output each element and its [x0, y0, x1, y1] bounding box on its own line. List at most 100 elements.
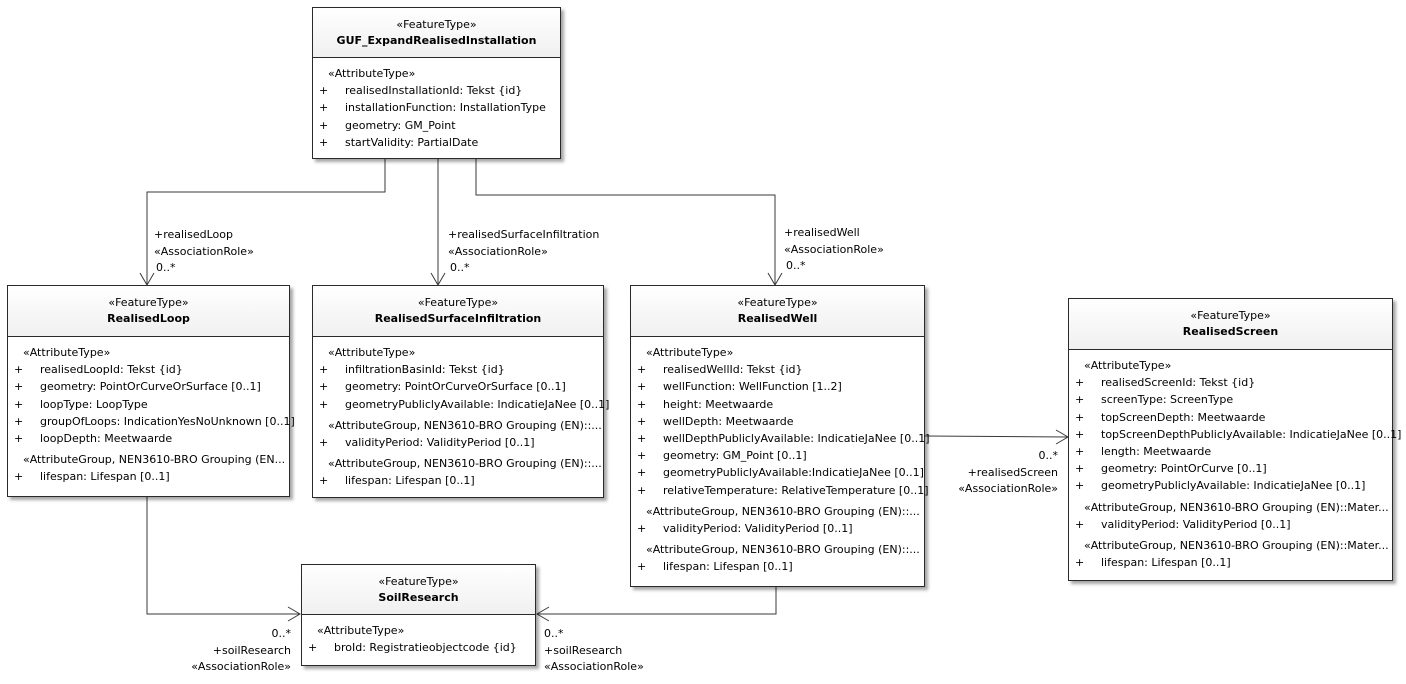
attribute-text: relativeTemperature: RelativeTemperature…: [663, 483, 929, 497]
visibility-public: +: [319, 474, 329, 488]
class-stereotype: «FeatureType»: [108, 296, 189, 309]
class-realised-well[interactable]: «FeatureType» RealisedWell «AttributeTyp…: [630, 285, 930, 587]
class-guf-expand-realised-installation[interactable]: «FeatureType» GUF_ExpandRealisedInstalla…: [312, 7, 561, 159]
role-multiplicity: 0..*: [544, 627, 564, 640]
attribute-row: +realisedLoopId: Tekst {id}: [8, 361, 289, 378]
attribute-row: + realisedInstallationId: Tekst {id}: [313, 82, 560, 99]
assoc-line-realised-screen: [924, 435, 1069, 438]
assoc-line-soil-right: [537, 587, 777, 615]
attribute-text: loopDepth: Meetwaarde: [40, 432, 173, 446]
assoc-label-soil-right: 0..* +soilResearch «AssociationRole»: [544, 626, 644, 676]
attribute-text: validityPeriod: ValidityPeriod [0..1]: [1101, 517, 1291, 531]
attribute-text: lifespan: Lifespan [0..1]: [345, 474, 475, 488]
role-name: +realisedLoop: [154, 228, 233, 241]
role-multiplicity: 0..*: [450, 261, 470, 274]
attribute-text: wellDepth: Meetwaarde: [663, 414, 794, 428]
visibility-public: +: [637, 380, 647, 394]
class-stereotype: «FeatureType»: [737, 296, 818, 309]
class-header: «FeatureType» GUF_ExpandRealisedInstalla…: [313, 8, 560, 58]
attribute-text: geometryPubliclyAvailable:IndicatieJaNee…: [663, 466, 924, 480]
visibility-public: +: [319, 101, 329, 115]
role-name: +realisedSurfaceInfiltration: [448, 228, 600, 241]
attribute-row: +geometry: PointOrCurve [0..1]: [1069, 460, 1392, 477]
attribute-row: +broId: Registratieobjectcode {id}: [302, 639, 535, 656]
visibility-public: +: [1075, 479, 1085, 493]
class-realised-screen[interactable]: «FeatureType» RealisedScreen «AttributeT…: [1068, 298, 1401, 581]
attribute-row: + geometry: GM_Point: [313, 117, 560, 134]
class-stereotype: «FeatureType»: [1190, 309, 1271, 322]
attribute-row: + wellFunction: WellFunction [1..2]: [631, 378, 924, 395]
visibility-public: +: [1075, 556, 1085, 570]
attribute-group-label: «AttributeGroup, NEN3610-BRO Grouping (E…: [328, 457, 602, 471]
visibility-public: +: [319, 436, 329, 450]
visibility-public: +: [637, 397, 647, 411]
visibility-public: +: [637, 363, 647, 377]
attribute-row: +validityPeriod: ValidityPeriod [0..1]: [313, 434, 603, 451]
role-multiplicity: 0..*: [271, 627, 292, 640]
role-multiplicity: 0..*: [1038, 449, 1059, 462]
role-name: +soilResearch: [544, 643, 623, 657]
role-name: +soilResearch: [212, 643, 291, 657]
visibility-public: +: [14, 397, 24, 411]
attribute-row: +validityPeriod: ValidityPeriod [0..1]: [631, 520, 924, 537]
arrow-soil-right: [536, 606, 550, 622]
attribute-row: +startValidity: PartialDate: [313, 134, 560, 151]
attribute-row: +lifespan: Lifespan [0..1]: [8, 468, 289, 485]
visibility-public: +: [637, 449, 647, 463]
attribute-row: +geometryPubliclyAvailable:IndicatieJaNe…: [631, 464, 924, 481]
role-stereotype: «AssociationRole»: [784, 242, 884, 256]
attribute-group-label: «AttributeType»: [328, 346, 416, 359]
attribute-text: geometry: PointOrCurveOrSurface [0..1]: [40, 380, 261, 394]
attribute-row: +groupOfLoops: IndicationYesNoUnknown [0…: [8, 413, 295, 430]
class-realised-surface-infiltration[interactable]: «FeatureType» RealisedSurfaceInfiltratio…: [312, 285, 609, 498]
assoc-label-realised-surface: +realisedSurfaceInfiltration «Associatio…: [448, 227, 599, 277]
assoc-label-soil-left: 0..* +soilResearch «AssociationRole»: [170, 626, 291, 676]
visibility-public: +: [319, 118, 329, 132]
attribute-row: +topScreenDepthPubliclyAvailable: Indica…: [1069, 426, 1401, 443]
visibility-public: +: [1075, 393, 1085, 407]
attribute-group-label: «AttributeGroup, NEN3610-BRO Grouping (E…: [646, 504, 920, 518]
class-header: «FeatureType» RealisedSurfaceInfiltratio…: [313, 286, 603, 337]
visibility-public: +: [319, 135, 329, 149]
visibility-public: +: [637, 414, 647, 428]
class-realised-loop[interactable]: «FeatureType» RealisedLoop «AttributeTyp…: [7, 285, 295, 497]
visibility-public: +: [308, 641, 318, 655]
attribute-group-label: «AttributeType»: [1084, 359, 1172, 372]
attribute-group-label: «AttributeType»: [328, 67, 416, 80]
attribute-text: length: Meetwaarde: [1101, 445, 1212, 459]
class-header: «FeatureType» RealisedWell: [631, 286, 924, 337]
attribute-text: wellFunction: WellFunction [1..2]: [663, 380, 842, 394]
visibility-public: +: [319, 397, 329, 411]
attribute-text: realisedInstallationId: Tekst {id}: [345, 84, 523, 98]
visibility-public: +: [14, 414, 24, 428]
attribute-text: validityPeriod: ValidityPeriod [0..1]: [663, 522, 853, 536]
attribute-row: + relativeTemperature: RelativeTemperatur…: [631, 482, 928, 499]
attribute-text: geometry: GM_Point [0..1]: [663, 449, 807, 463]
visibility-public: +: [319, 363, 329, 377]
visibility-public: +: [637, 560, 647, 574]
class-soil-research[interactable]: «FeatureType» SoilResearch «AttributeTyp…: [301, 564, 536, 666]
visibility-public: +: [1075, 427, 1085, 441]
visibility-public: +: [319, 380, 329, 394]
visibility-public: +: [1075, 517, 1085, 531]
visibility-public: +: [14, 380, 24, 394]
attribute-row: +loopType: LoopType: [8, 396, 289, 413]
attribute-row: +realisedWellId: Tekst {id}: [631, 361, 924, 378]
visibility-public: +: [1075, 410, 1085, 424]
attribute-row: + validityPeriod: ValidityPeriod [0..1]: [1069, 516, 1392, 533]
attribute-text: height: Meetwaarde: [663, 397, 774, 411]
attribute-text: geometry: PointOrCurveOrSurface [0..1]: [345, 380, 566, 394]
visibility-public: +: [637, 483, 647, 497]
attribute-row: + geometry: PointOrCurveOrSurface [0..1]: [313, 378, 603, 395]
class-stereotype: «FeatureType»: [378, 575, 459, 588]
attribute-row: +lifespan: Lifespan [0..1]: [1069, 554, 1392, 571]
attribute-row: +geometryPubliclyAvailable: IndicatieJaN…: [313, 396, 609, 413]
attribute-text: geometry: GM_Point: [345, 118, 456, 132]
attribute-text: lifespan: Lifespan [0..1]: [663, 560, 793, 574]
attribute-text: topScreenDepth: Meetwaarde: [1101, 410, 1266, 424]
class-name: RealisedScreen: [1182, 325, 1279, 338]
visibility-public: +: [319, 84, 329, 98]
assoc-label-realised-loop: +realisedLoop «AssociationRole» 0..*: [154, 227, 254, 277]
class-stereotype: «FeatureType»: [417, 296, 499, 309]
